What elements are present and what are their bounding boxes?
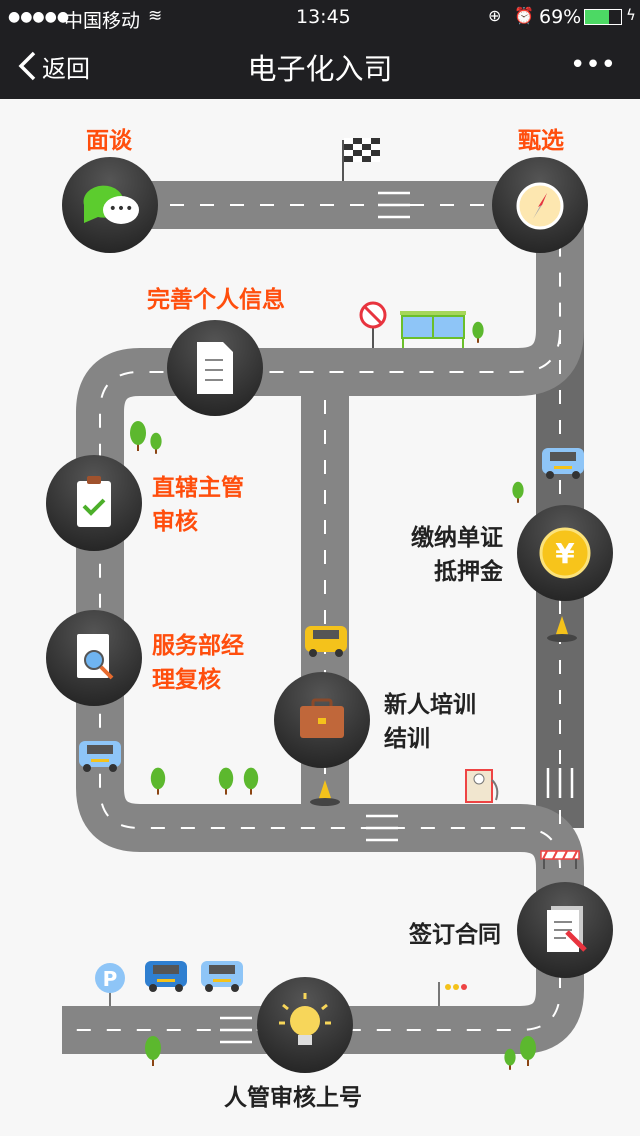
header: ●●●●● 中国移动 ≋ 13:45 ⊕ ⏰ 69% ϟ 返回 电子化入司 ••…: [0, 0, 640, 99]
yuan-coin-icon: ¥: [539, 527, 591, 579]
signal-icon: ●●●●●: [8, 9, 70, 25]
back-button[interactable]: 返回: [16, 46, 90, 86]
charging-icon: ϟ: [626, 6, 636, 24]
document-icon: [197, 342, 233, 394]
svg-text:P: P: [103, 967, 118, 991]
alarm-icon: ⏰: [514, 6, 534, 25]
tree-icon: [150, 432, 162, 454]
crosswalk: [220, 191, 574, 1044]
tree-icon: [243, 767, 259, 795]
clipboard-check-icon: [77, 476, 111, 527]
clock: 13:45: [296, 6, 351, 28]
step-node-interview[interactable]: •••: [62, 157, 158, 253]
svg-text:•••: •••: [109, 201, 134, 217]
tree-icon: [218, 767, 234, 795]
back-label: 返回: [42, 54, 90, 83]
car-icon: [79, 741, 121, 772]
briefcase-icon: [300, 698, 344, 738]
step-label-interview: 面谈: [86, 128, 132, 154]
tree-icon: [472, 321, 484, 343]
step-label-manager-review: 服务部经理复核: [152, 633, 244, 693]
car-icon: [305, 626, 347, 657]
step-node-personal-info[interactable]: [167, 320, 263, 416]
rotation-lock-icon: ⊕: [488, 6, 502, 25]
step-label-selection: 甄选: [518, 128, 564, 154]
traffic-light-icon: [438, 982, 467, 1006]
carrier: 中国移动: [64, 10, 141, 32]
roads: [62, 181, 584, 1054]
checkered-flag-icon: [342, 138, 380, 181]
road-barrier-icon: [540, 850, 580, 869]
step-label-training: 新人培训结训: [384, 692, 476, 752]
step-node-deposit[interactable]: ¥: [517, 505, 613, 601]
car-icon: [145, 961, 187, 992]
battery-icon: [584, 9, 622, 25]
chevron-left-icon: [18, 51, 36, 81]
step-label-personal-info: 完善个人信息: [147, 287, 285, 313]
chat-icon: •••: [83, 185, 139, 224]
tree-icon: [150, 767, 166, 795]
bus-stop-icon: [400, 311, 466, 348]
step-label-deposit: 缴纳单证抵押金: [411, 525, 503, 585]
more-button[interactable]: •••: [569, 50, 616, 80]
battery-percent: 69%: [539, 6, 582, 28]
compass-icon: [516, 182, 564, 230]
step-label-contract: 签订合同: [409, 922, 501, 948]
step-node-selection[interactable]: [492, 157, 588, 253]
tree-icon: [504, 1048, 516, 1070]
contract-icon: [547, 906, 587, 952]
step-node-training[interactable]: [274, 672, 370, 768]
tree-icon: [145, 1036, 161, 1066]
page-title: 电子化入司: [247, 52, 393, 86]
traffic-cone-icon: [310, 616, 577, 806]
step-node-supervisor-review[interactable]: [46, 455, 142, 551]
svg-text:¥: ¥: [555, 537, 575, 570]
tree-icon: [130, 421, 146, 451]
car-icon: [201, 961, 243, 992]
car-icon: [542, 448, 584, 479]
tree-icon: [512, 481, 524, 503]
trees: [130, 321, 536, 1070]
step-label-supervisor-review: 直辖主管审核: [152, 475, 244, 535]
tree-icon: [520, 1036, 536, 1066]
no-entry-sign-icon: [359, 301, 387, 348]
wifi-icon: ≋: [148, 6, 163, 26]
gas-pump-icon: [465, 769, 499, 803]
step-label-registration: 人管审核上号: [224, 1085, 362, 1111]
step-node-registration[interactable]: [257, 977, 353, 1073]
step-node-manager-review[interactable]: [46, 610, 142, 706]
cars: [79, 448, 584, 992]
parking-sign-icon: P: [95, 963, 125, 1006]
lightbulb-icon: [279, 993, 331, 1045]
search-document-icon: [77, 634, 114, 680]
step-node-contract[interactable]: [517, 882, 613, 978]
